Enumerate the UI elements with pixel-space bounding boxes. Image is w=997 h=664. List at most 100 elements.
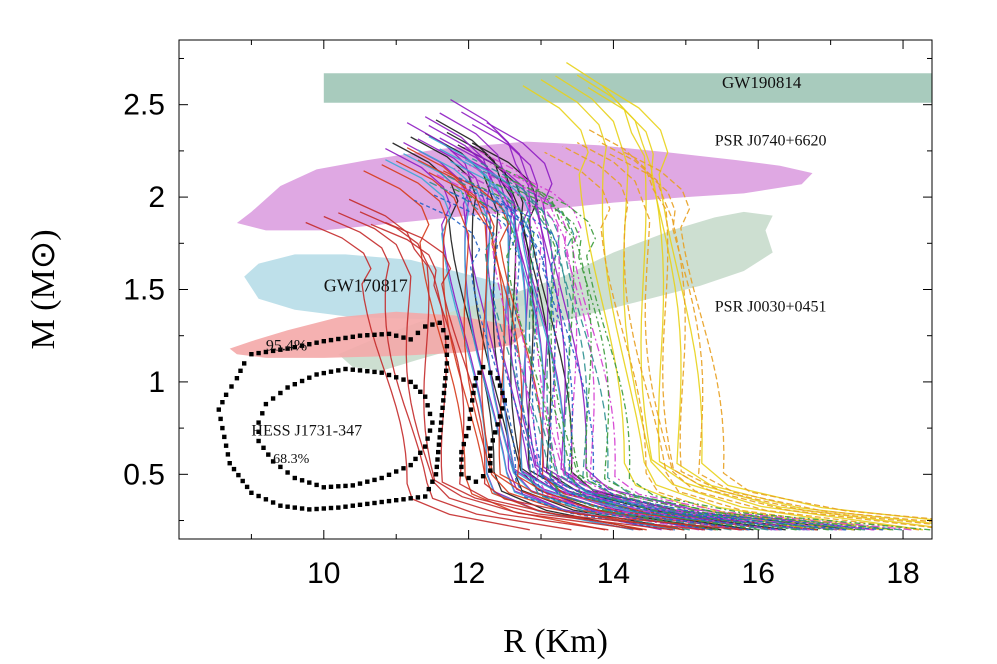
contour-dot	[292, 382, 297, 387]
contour-dot	[314, 340, 319, 345]
contour-dot	[459, 449, 464, 455]
eos-curve-10-3	[457, 176, 782, 531]
eos-curve-9-6	[529, 186, 931, 531]
contour-dot	[357, 333, 363, 338]
contour-dot	[423, 444, 428, 449]
eos-curve-6-2	[461, 171, 769, 531]
contour-dot	[437, 320, 442, 325]
contour-dot	[466, 475, 471, 481]
contour-dot	[386, 331, 392, 337]
eos-curve-3-2	[417, 149, 712, 531]
contour-dot	[433, 472, 439, 477]
eos-curve-11-1	[323, 215, 572, 531]
contour-dot	[365, 369, 370, 374]
contour-dot	[442, 383, 447, 388]
eos-curve-5-2	[395, 160, 684, 531]
contour-dot	[423, 494, 428, 499]
annotation-gw170817: GW170817	[324, 275, 408, 295]
eos-curve-3-1	[403, 153, 676, 531]
annotation-gw190814: GW190814	[722, 73, 802, 92]
contour-dot	[423, 324, 428, 329]
contour-dot	[299, 343, 305, 348]
contour-dot	[408, 496, 413, 501]
contour-dot	[436, 449, 441, 455]
contour-dot	[488, 468, 493, 473]
contour-dot	[418, 450, 423, 455]
eos-curve-7-3	[479, 150, 811, 531]
contour-dot	[238, 368, 243, 373]
contour-dot	[497, 383, 503, 388]
contour-dot	[425, 403, 430, 408]
contour-dot	[502, 398, 507, 403]
contour-dot	[292, 505, 297, 510]
x-tick-label-14: 14	[597, 557, 630, 590]
contour-dot	[471, 390, 476, 396]
eos-curve-6-3	[471, 158, 801, 531]
contour-dot	[240, 478, 245, 484]
contour-dot	[249, 352, 254, 357]
contour-dot	[379, 475, 384, 481]
contour-dot	[394, 498, 399, 503]
eos-curve-7-1	[453, 167, 741, 531]
contour-dot	[444, 335, 450, 340]
contour-dot	[260, 411, 265, 416]
contour-dot	[357, 481, 363, 486]
y-tick-label-1.5: 1.5	[123, 274, 165, 307]
contour-dot	[328, 369, 334, 374]
eos-curve-8-1	[562, 145, 883, 531]
contour-dot	[350, 503, 355, 508]
annotation-hess-j1731-347: HESS J1731-347	[251, 423, 362, 440]
contour-dot	[497, 414, 503, 419]
contour-dot	[441, 398, 446, 403]
eos-curve-6-4	[482, 170, 833, 531]
eos-curve-5-1	[381, 164, 647, 531]
eos-curve-4-1	[540, 79, 854, 531]
eos-curve-8-5	[609, 153, 932, 523]
eos-curve-7-6	[515, 173, 912, 531]
contour-dot	[229, 384, 234, 389]
annotation-psr-j0740-6620: PSR J0740+6620	[715, 132, 827, 149]
contour-dot	[244, 484, 250, 490]
eos-curve-11-6	[385, 221, 742, 531]
contour-dot	[270, 459, 276, 464]
eos-curve-8-0	[544, 151, 841, 531]
contour-dot	[438, 420, 444, 425]
contour-dot	[490, 438, 495, 443]
contour-dot	[343, 366, 348, 372]
region-gw190814	[323, 73, 932, 103]
contour-dot	[415, 495, 421, 500]
y-tick-label-2.5: 2.5	[123, 89, 165, 122]
contour-dot	[225, 452, 231, 457]
eos-curve-9-5	[515, 188, 894, 531]
eos-curve-4-4	[576, 74, 932, 528]
contour-dot	[236, 472, 241, 478]
contour-dot	[461, 441, 466, 447]
contour-dot	[401, 377, 406, 382]
contour-dot	[223, 443, 229, 448]
eos-curve-0-4	[446, 131, 786, 531]
contour-dot	[401, 466, 406, 471]
eos-curve-4-0	[522, 85, 813, 531]
contour-dot	[408, 462, 413, 468]
contour-dot	[441, 328, 446, 333]
contour-dot	[350, 334, 355, 339]
x-tick-label-16: 16	[742, 557, 775, 590]
contour-dot	[285, 385, 290, 390]
contour-dot	[328, 505, 334, 511]
contour-dot	[440, 405, 445, 410]
contour-dot	[336, 484, 341, 489]
contour-dot	[321, 506, 326, 511]
eos-curve-4-3	[566, 62, 923, 531]
contour-dot	[459, 464, 464, 470]
contour-dot	[386, 372, 392, 378]
annotation-95-4: 95.4%	[266, 337, 307, 354]
contour-dot	[459, 457, 464, 462]
contour-dot	[493, 430, 498, 435]
contour-dot	[307, 342, 312, 347]
contour-dot	[357, 502, 363, 507]
contour-dot	[256, 350, 261, 356]
contour-dot	[242, 361, 247, 366]
contour-dot	[413, 456, 418, 462]
contour-dot	[473, 479, 479, 484]
